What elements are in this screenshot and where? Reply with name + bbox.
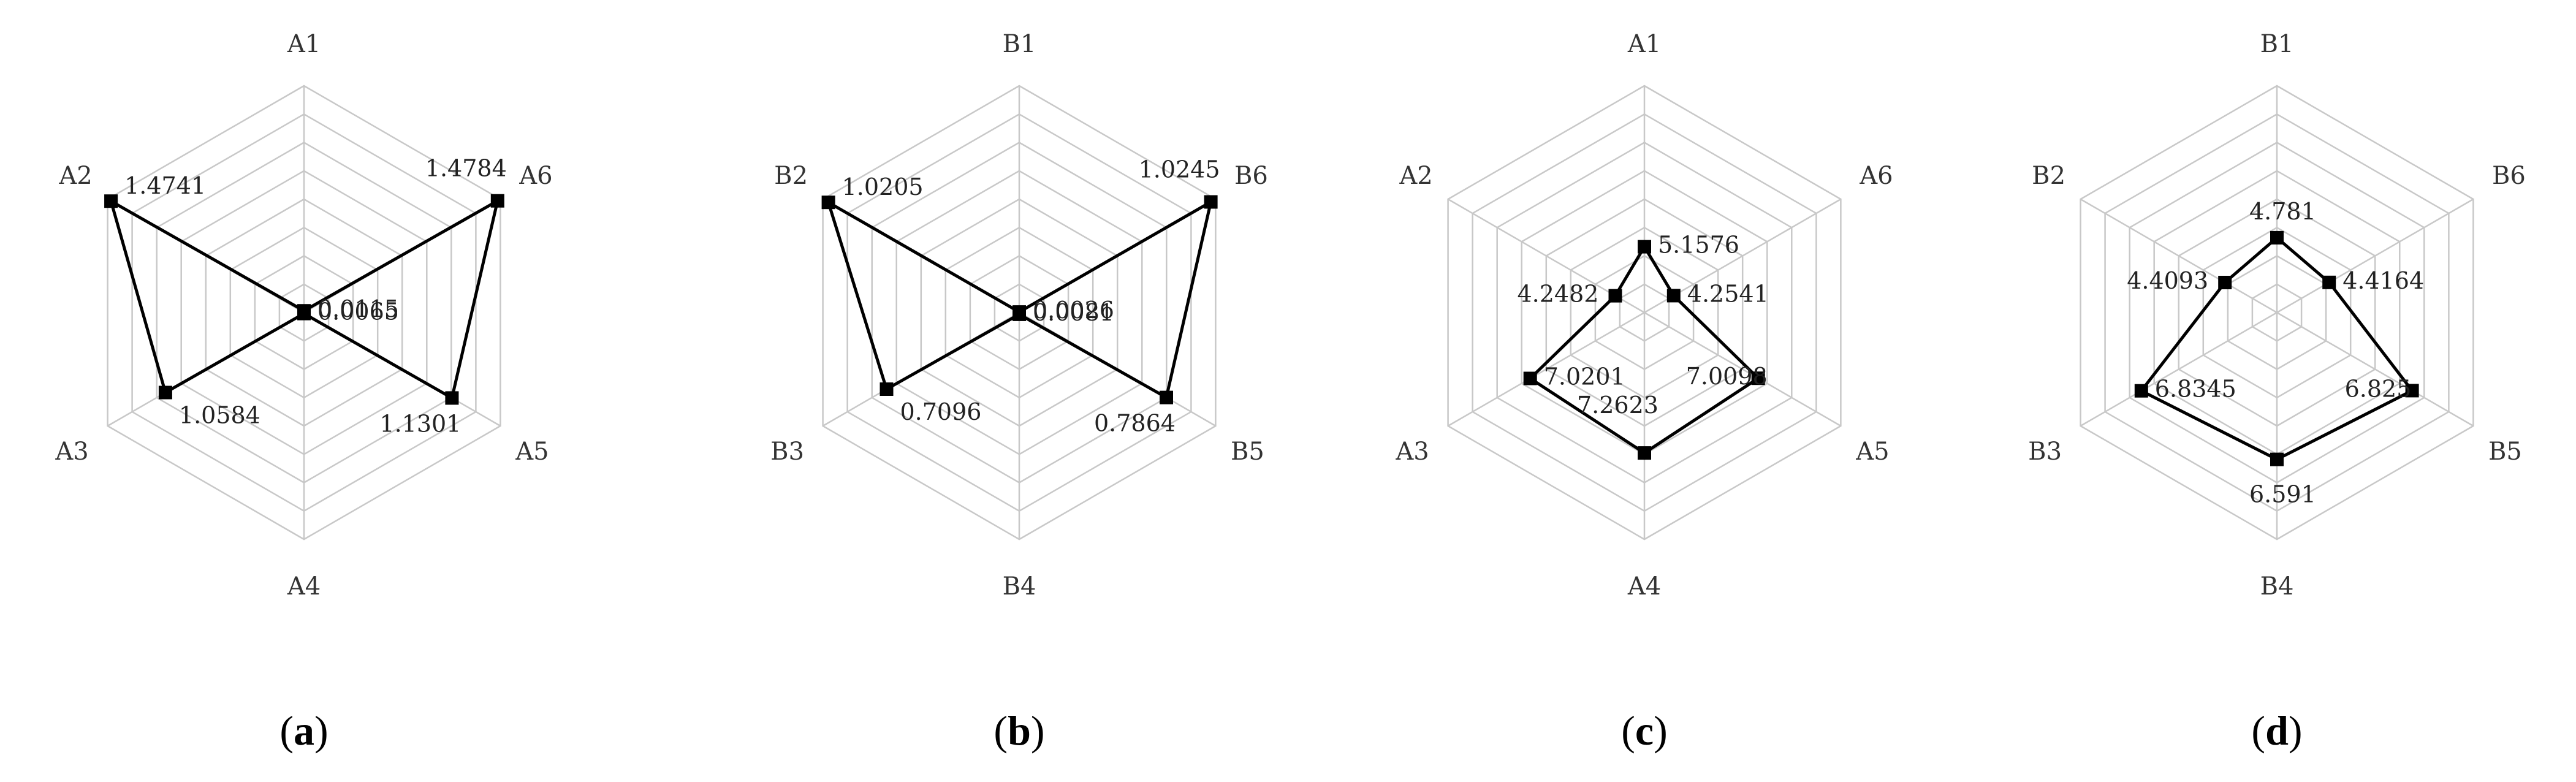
data-point-marker bbox=[1638, 240, 1651, 254]
axis-spoke bbox=[2276, 311, 2474, 427]
data-value-label: 6.591 bbox=[2249, 481, 2316, 508]
data-point-marker bbox=[297, 306, 311, 321]
axis-label-b5: B5 bbox=[1231, 438, 1264, 466]
axis-spoke bbox=[2276, 198, 2474, 314]
data-value-label: 1.4741 bbox=[124, 172, 206, 199]
data-point-marker bbox=[2405, 384, 2419, 398]
data-value-label: 4.2482 bbox=[1518, 281, 1599, 308]
axis-label-b6: B6 bbox=[2492, 162, 2526, 190]
axis-label-b3: B3 bbox=[770, 438, 804, 466]
axis-label-b4: B4 bbox=[1003, 572, 1036, 601]
axis-label-a5: A5 bbox=[515, 438, 549, 466]
axis-label-b5: B5 bbox=[2488, 438, 2522, 466]
axis-label-a5: A5 bbox=[1855, 438, 1889, 466]
panel-caption: (b) bbox=[994, 707, 1044, 754]
axis-label-a4: A4 bbox=[287, 572, 321, 601]
data-point-marker bbox=[1160, 390, 1173, 404]
data-value-label: 7.0201 bbox=[1544, 363, 1625, 390]
data-point-marker bbox=[1013, 307, 1026, 321]
data-value-label: 7.2623 bbox=[1577, 392, 1658, 419]
panel-caption: (d) bbox=[2251, 707, 2302, 754]
data-point-marker bbox=[2270, 230, 2284, 245]
data-point-marker bbox=[2322, 275, 2336, 289]
axis-label-a4: A4 bbox=[1627, 572, 1661, 601]
data-value-label: 4.2541 bbox=[1687, 280, 1769, 307]
data-point-marker bbox=[1523, 371, 1537, 385]
data-point-marker bbox=[2270, 452, 2284, 466]
data-value-label: 5.1576 bbox=[1658, 232, 1739, 259]
data-point-marker bbox=[158, 385, 172, 400]
axis-label-b6: B6 bbox=[1234, 162, 1268, 190]
data-value-label: 6.8345 bbox=[2155, 376, 2236, 403]
data-value-label: 4.4093 bbox=[2127, 267, 2208, 294]
axis-label-a6: A6 bbox=[1859, 162, 1893, 190]
axis-label-a2: A2 bbox=[58, 162, 92, 190]
axis-label-b2: B2 bbox=[2032, 162, 2065, 190]
axis-spoke bbox=[1447, 311, 1645, 427]
data-value-label: 0.0026 bbox=[1033, 297, 1114, 324]
data-value-label: 0.7096 bbox=[900, 398, 982, 425]
data-point-marker bbox=[821, 196, 835, 210]
data-value-label: 4.4164 bbox=[2342, 267, 2424, 294]
data-point-marker bbox=[445, 391, 459, 405]
axis-label-b1: B1 bbox=[1003, 30, 1036, 58]
data-point-marker bbox=[1666, 289, 1681, 303]
axis-label-a3: A3 bbox=[55, 438, 88, 466]
axis-label-a1: A1 bbox=[1627, 30, 1661, 58]
data-value-label: 0.0065 bbox=[317, 298, 399, 325]
data-point-marker bbox=[104, 194, 118, 208]
axis-spoke bbox=[2080, 311, 2278, 427]
data-value-label: 1.0205 bbox=[842, 173, 924, 200]
data-value-label: 0.7864 bbox=[1094, 410, 1176, 437]
axis-label-a3: A3 bbox=[1395, 438, 1429, 466]
data-point-marker bbox=[2218, 276, 2232, 289]
axis-label-a2: A2 bbox=[1399, 162, 1432, 190]
axis-label-b4: B4 bbox=[2260, 572, 2294, 601]
axis-label-a1: A1 bbox=[287, 30, 321, 58]
data-point-marker bbox=[1608, 289, 1622, 303]
axis-spoke bbox=[2080, 198, 2278, 314]
data-point-marker bbox=[880, 382, 894, 396]
data-point-marker bbox=[1638, 446, 1651, 460]
data-value-label: 1.4784 bbox=[425, 155, 507, 182]
axis-spoke bbox=[1644, 311, 1842, 427]
axis-label-b1: B1 bbox=[2260, 30, 2294, 58]
data-value-label: 4.781 bbox=[2249, 198, 2316, 225]
axis-label-b3: B3 bbox=[2028, 438, 2062, 466]
panel-caption: (c) bbox=[1621, 707, 1668, 754]
data-value-label: 7.0098 bbox=[1686, 363, 1768, 390]
data-value-label: 0.0081 bbox=[1033, 299, 1114, 326]
data-value-label: 1.1301 bbox=[379, 410, 461, 437]
data-value-label: 1.0584 bbox=[179, 402, 260, 429]
data-point-marker bbox=[490, 194, 504, 208]
data-point-marker bbox=[1204, 195, 1218, 209]
axis-label-a6: A6 bbox=[519, 162, 552, 190]
data-point-marker bbox=[2134, 384, 2148, 398]
axis-label-b2: B2 bbox=[774, 162, 808, 190]
data-value-label: 6.825 bbox=[2345, 375, 2412, 402]
panel-caption: (a) bbox=[279, 707, 328, 754]
data-point-marker bbox=[1751, 371, 1765, 385]
data-value-label: 0.0115 bbox=[317, 295, 399, 322]
data-value-label: 1.0245 bbox=[1139, 156, 1220, 183]
